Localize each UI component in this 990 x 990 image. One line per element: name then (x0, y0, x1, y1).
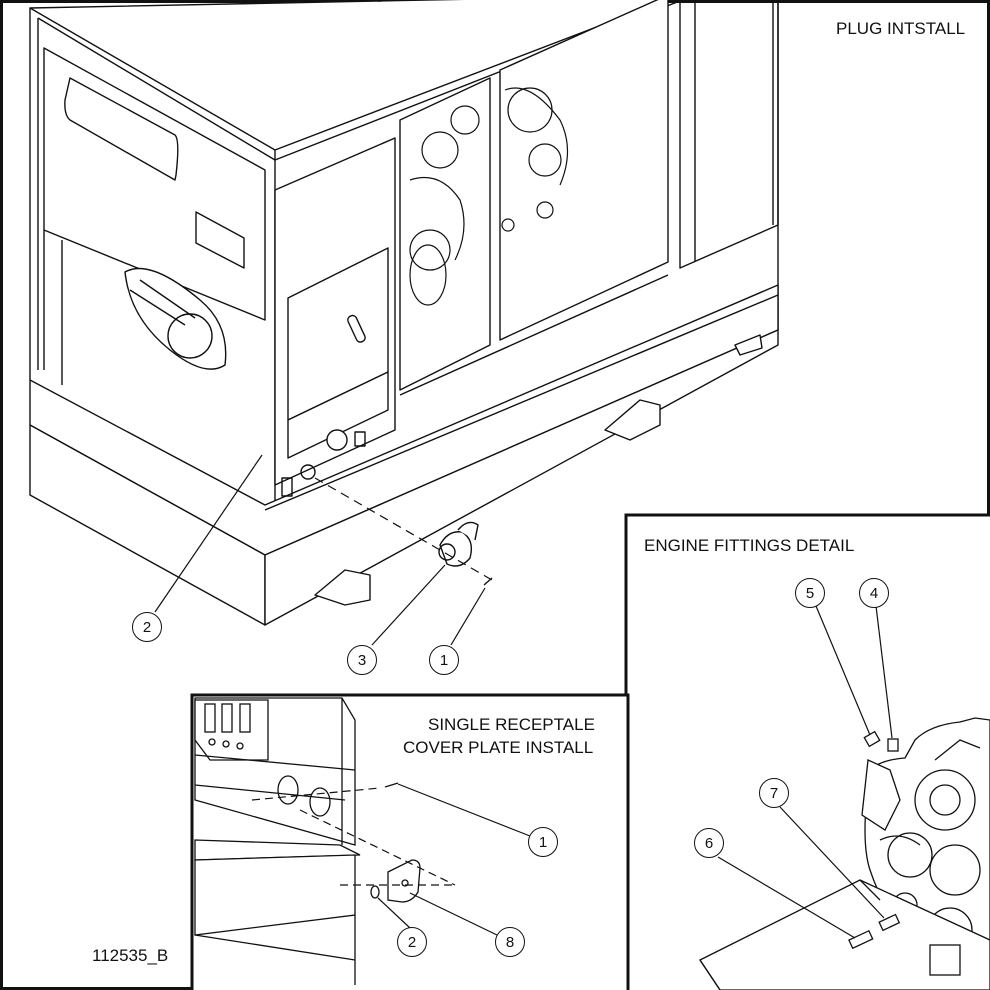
assembly-path (314, 477, 493, 581)
callout-cover-2: 2 (397, 927, 427, 957)
callout-engine-4: 4 (859, 578, 889, 608)
callout-plug-3: 3 (347, 645, 377, 675)
callout-cover-1: 1 (528, 827, 558, 857)
leader-lines-engine (717, 605, 893, 939)
engine-fittings-title: ENGINE FITTINGS DETAIL (644, 536, 855, 555)
cover-plate-art (194, 697, 421, 985)
callout-cover-8: 8 (495, 927, 525, 957)
leader-lines-cover (251, 783, 531, 936)
drawing-number: 112535_B (92, 946, 169, 965)
cover-plate-title-line2: COVER PLATE INSTALL (403, 738, 594, 757)
callout-engine-6: 6 (694, 828, 724, 858)
cover-plate-title-line1: SINGLE RECEPTALE (428, 715, 595, 734)
callout-engine-7: 7 (759, 778, 789, 808)
generator-enclosure (29, 0, 779, 626)
engine-fittings-art (699, 717, 990, 990)
callout-plug-2: 2 (132, 612, 162, 642)
callout-plug-1: 1 (429, 645, 459, 675)
plug-install-title: PLUG INTSTALL (836, 19, 966, 38)
leader-lines-plug (154, 454, 486, 646)
callout-engine-5: 5 (795, 578, 825, 608)
